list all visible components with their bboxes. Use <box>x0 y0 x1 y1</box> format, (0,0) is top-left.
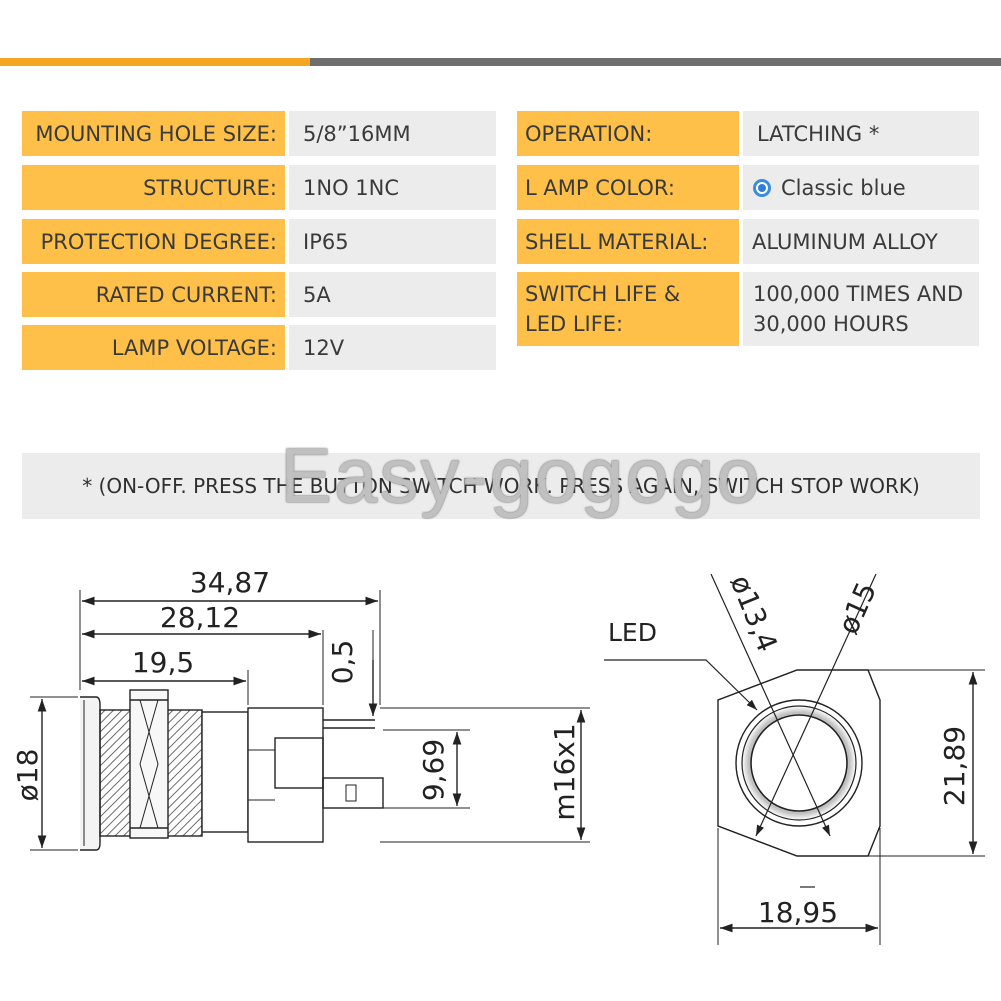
led-label: LED <box>608 618 657 647</box>
dim-total-length: 34,87 <box>190 566 270 599</box>
operation-note: * (ON-OFF. PRESS THE BUTTON SWITCH WORK.… <box>22 453 980 519</box>
spec-label: L AMP COLOR: <box>517 165 739 210</box>
spec-value: 5/8”16MM <box>289 111 496 156</box>
spec-value-line: 100,000 TIMES AND <box>753 282 964 306</box>
spec-label: LAMP VOLTAGE: <box>22 325 285 370</box>
spec-label-line: LED LIFE: <box>525 312 624 336</box>
dim-diameter: ø18 <box>11 749 44 802</box>
spec-value-line: 30,000 HOURS <box>753 312 909 336</box>
spec-value: Classic blue <box>781 175 906 200</box>
spec-value: 1NO 1NC <box>289 165 496 210</box>
spec-label: RATED CURRENT: <box>22 272 285 317</box>
dim-height: 21,89 <box>938 726 971 806</box>
spec-value: 100,000 TIMES AND 30,000 HOURS <box>743 272 979 346</box>
spec-value: ALUMINUM ALLOY <box>743 219 979 264</box>
spec-label: STRUCTURE: <box>22 165 285 210</box>
spec-label-line: SWITCH LIFE & <box>525 282 681 306</box>
dim-width: 18,95 <box>758 896 838 929</box>
side-view-drawing <box>30 590 590 851</box>
spec-label: SHELL MATERIAL: <box>517 219 739 264</box>
spec-value: LATCHING * <box>743 111 979 156</box>
side-view-dimensions: 34,87 28,12 19,5 0,5 ø18 9,69 m16x1 <box>11 566 581 821</box>
header-accent-bar <box>0 58 310 66</box>
spec-label: SWITCH LIFE & LED LIFE: <box>517 272 739 346</box>
spec-label: OPERATION: <box>517 111 739 156</box>
front-view-drawing <box>604 573 985 945</box>
dim-thread-length: 19,5 <box>132 646 194 679</box>
dim-pin-height: 9,69 <box>417 739 450 801</box>
header-gray-bar <box>310 58 1001 66</box>
lamp-color-value: Classic blue <box>743 165 979 210</box>
dim-gap: 0,5 <box>326 640 359 685</box>
dim-outer-diameter: ø15 <box>832 577 884 639</box>
spec-label: MOUNTING HOLE SIZE: <box>22 111 285 156</box>
dim-thread-spec: m16x1 <box>548 723 581 820</box>
spec-value: 5A <box>289 272 496 317</box>
spec-value: IP65 <box>289 219 496 264</box>
dim-inner-diameter: ø13,4 <box>724 570 784 656</box>
spec-value: 12V <box>289 325 496 370</box>
spec-label: PROTECTION DEGREE: <box>22 219 285 264</box>
dim-body-length: 28,12 <box>160 601 240 634</box>
blue-lamp-icon <box>753 178 771 197</box>
